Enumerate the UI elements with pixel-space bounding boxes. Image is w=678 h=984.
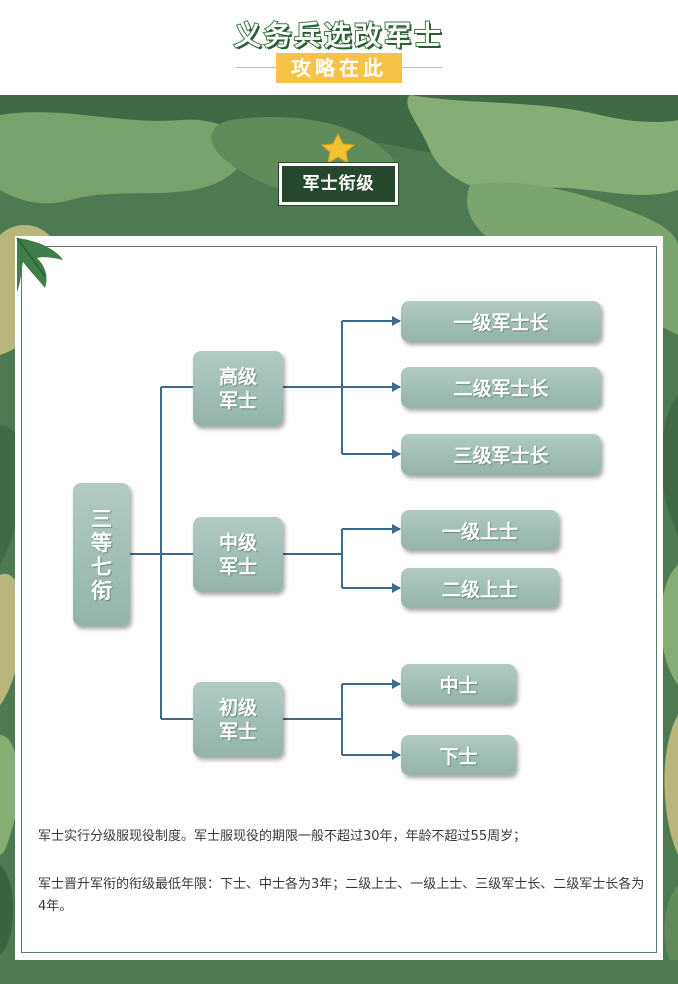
page-title: 义务兵选改军士 (233, 20, 444, 53)
rank-node: 三级军士长 (401, 434, 601, 475)
title-rule-right (402, 67, 442, 68)
group-node-label: 中级军士 (218, 531, 257, 578)
title-rule-left (236, 67, 276, 68)
group-node-label: 高级军士 (218, 365, 257, 412)
group-node-label: 初级军士 (218, 696, 257, 743)
rank-node: 二级军士长 (401, 367, 601, 408)
page-header: 义务兵选改军士 攻略在此 (0, 0, 678, 95)
root-node-label: 三等七衔 (91, 506, 112, 603)
card-border (21, 246, 657, 953)
subtitle-banner: 攻略在此 (276, 53, 402, 83)
note-paragraph: 军士晋升军衔的衔级最低年限：下士、中士各为3年；二级上士、一级上士、三级军士长、… (38, 877, 645, 914)
rank-node: 一级军士长 (401, 301, 601, 342)
rank-node: 下士 (401, 735, 516, 775)
rank-node: 中士 (401, 664, 516, 704)
rank-node: 二级上士 (401, 568, 559, 608)
group-node-senior: 高级军士 (193, 351, 283, 426)
leaf-icon (16, 237, 63, 292)
section-label: 军士衔级 (278, 162, 399, 206)
section-label-text: 军士衔级 (282, 166, 395, 202)
root-node: 三等七衔 (73, 483, 130, 626)
note-paragraph: 军士实行分级服现役制度。军士服现役的期限一般不超过30年，年龄不超过55周岁； (38, 829, 527, 844)
rank-node: 一级上士 (401, 510, 559, 550)
group-node-junior: 初级军士 (193, 682, 283, 757)
group-node-intermediate: 中级军士 (193, 517, 283, 592)
star-icon (320, 133, 356, 164)
